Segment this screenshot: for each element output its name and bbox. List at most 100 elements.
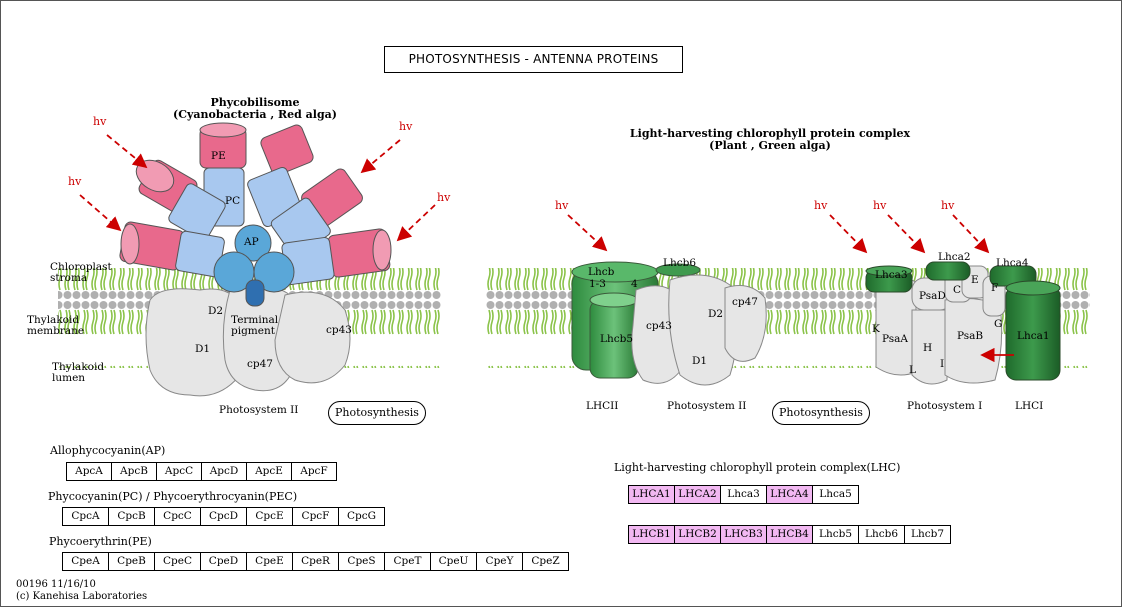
gene-box[interactable]: Lhcb6 bbox=[858, 525, 905, 544]
lhcb-label: Lhcb bbox=[588, 266, 615, 278]
lhca4-label: Lhca4 bbox=[996, 257, 1029, 269]
gene-box[interactable]: ApcC bbox=[156, 462, 202, 481]
gene-box[interactable]: CpcA bbox=[62, 507, 109, 526]
hv-label: hv bbox=[93, 115, 107, 128]
lhci-complex bbox=[865, 261, 1061, 381]
psaa-label: PsaA bbox=[882, 333, 909, 345]
g-label: G bbox=[994, 318, 1003, 330]
gene-box[interactable]: LHCB2 bbox=[674, 525, 721, 544]
pc-label: PC bbox=[225, 195, 241, 207]
hv-label: hv bbox=[873, 199, 887, 212]
lhc-complex-subtitle: (Plant , Green alga) bbox=[709, 139, 831, 152]
gene-box[interactable]: ApcB bbox=[111, 462, 157, 481]
gene-box[interactable]: CpeS bbox=[338, 552, 385, 571]
gene-box[interactable]: LHCB4 bbox=[766, 525, 813, 544]
gene-box[interactable]: Lhca5 bbox=[812, 485, 859, 504]
gene-box[interactable]: CpeZ bbox=[522, 552, 569, 571]
lumen-label: Thylakoid lumen bbox=[52, 362, 104, 384]
pe-group-label: Phycoerythrin(PE) bbox=[49, 535, 152, 548]
left-psii-complex bbox=[145, 285, 351, 397]
gene-box[interactable]: CpeD bbox=[200, 552, 247, 571]
lhc-group-label: Light-harvesting chlorophyll protein com… bbox=[614, 461, 901, 474]
gene-box[interactable]: ApcF bbox=[291, 462, 337, 481]
gene-box[interactable]: CpeA bbox=[62, 552, 109, 571]
phycobilisome-subtitle: (Cyanobacteria , Red alga) bbox=[173, 108, 337, 121]
gene-box[interactable]: CpcB bbox=[108, 507, 155, 526]
photosynthesis-link[interactable]: Photosynthesis bbox=[772, 401, 870, 425]
ap-gene-row: ApcA ApcB ApcC ApcD ApcE ApcF bbox=[66, 462, 337, 481]
gene-box[interactable]: CpeC bbox=[154, 552, 201, 571]
psab-label: PsaB bbox=[957, 330, 984, 342]
photosystem-ii-caption: Photosystem II bbox=[219, 404, 299, 416]
hv-label: hv bbox=[68, 175, 82, 188]
gene-box[interactable]: LHCB1 bbox=[628, 525, 675, 544]
map-title: PHOTOSYNTHESIS - ANTENNA PROTEINS bbox=[384, 46, 683, 73]
pe-gene-row: CpeA CpeB CpeC CpeD CpeE CpeR CpeS CpeT … bbox=[62, 552, 569, 571]
right-d1-label: D1 bbox=[692, 355, 708, 367]
right-psii-complex bbox=[631, 274, 767, 386]
lumen-line2: lumen bbox=[52, 372, 86, 384]
lhca1-label: Lhca1 bbox=[1017, 330, 1050, 342]
gene-box[interactable]: CpeT bbox=[384, 552, 431, 571]
i-label: I bbox=[940, 358, 945, 370]
gene-box[interactable]: CpcD bbox=[200, 507, 247, 526]
hv-arrows bbox=[79, 134, 990, 254]
terminal-pigment-line2: pigment bbox=[231, 325, 275, 337]
gene-box[interactable]: CpcC bbox=[154, 507, 201, 526]
right-cp47-label: cp47 bbox=[732, 296, 758, 308]
gene-box[interactable]: LHCA4 bbox=[766, 485, 813, 504]
stroma-line1: Chloroplast bbox=[50, 261, 112, 273]
gene-box[interactable]: CpeR bbox=[292, 552, 339, 571]
right-cp43-label: cp43 bbox=[646, 320, 672, 332]
d1-label: D1 bbox=[195, 343, 211, 355]
membrane-label: Thylakoid membrane bbox=[27, 315, 84, 337]
hv-label: hv bbox=[437, 191, 451, 204]
gene-box[interactable]: CpcG bbox=[338, 507, 385, 526]
d2-label: D2 bbox=[208, 305, 224, 317]
lhca2-label: Lhca2 bbox=[938, 251, 971, 263]
h-label: H bbox=[923, 342, 933, 354]
membrane-line1: Thylakoid bbox=[27, 314, 80, 326]
right-psii-caption: Photosystem II bbox=[667, 400, 747, 412]
lhcb-4-label: 4 bbox=[631, 278, 638, 290]
gene-box[interactable]: CpeY bbox=[476, 552, 523, 571]
psi-caption: Photosystem I bbox=[907, 400, 983, 412]
lhci-caption: LHCI bbox=[1015, 400, 1044, 412]
lhcb6-label: Lhcb6 bbox=[663, 257, 697, 269]
c-label: C bbox=[953, 284, 962, 296]
gene-box[interactable]: Lhca3 bbox=[720, 485, 767, 504]
gene-box[interactable]: Lhcb5 bbox=[812, 525, 859, 544]
gene-box[interactable]: LHCB3 bbox=[720, 525, 767, 544]
phycobilisome-title: Phycobilisome bbox=[210, 96, 300, 109]
footer-copyright: (c) Kanehisa Laboratories bbox=[16, 591, 148, 602]
phycobilisome-rods bbox=[119, 122, 392, 307]
gene-box[interactable]: ApcE bbox=[246, 462, 292, 481]
hv-label: hv bbox=[941, 199, 955, 212]
gene-box[interactable]: CpeE bbox=[246, 552, 293, 571]
gene-box[interactable]: CpcE bbox=[246, 507, 293, 526]
lhcb-1-3-label: 1-3 bbox=[589, 278, 606, 290]
gene-box[interactable]: ApcD bbox=[201, 462, 247, 481]
stroma-line2: stroma bbox=[50, 272, 88, 284]
gene-box[interactable]: LHCA1 bbox=[628, 485, 675, 504]
pe-label: PE bbox=[211, 150, 226, 162]
ap-group-label: Allophycocyanin(AP) bbox=[50, 444, 166, 457]
gene-box[interactable]: CpcF bbox=[292, 507, 339, 526]
lhcb5-label: Lhcb5 bbox=[600, 333, 634, 345]
cp43-label: cp43 bbox=[326, 324, 352, 336]
photosynthesis-link[interactable]: Photosynthesis bbox=[328, 401, 426, 425]
pc-group-label: Phycocyanin(PC) / Phycoerythrocyanin(PEC… bbox=[48, 490, 298, 503]
hv-label: hv bbox=[555, 199, 569, 212]
gene-box[interactable]: CpeU bbox=[430, 552, 477, 571]
terminal-pigment-line1: Terminal bbox=[231, 314, 279, 326]
gene-box[interactable]: LHCA2 bbox=[674, 485, 721, 504]
gene-box[interactable]: CpeB bbox=[108, 552, 155, 571]
lhcii-caption: LHCII bbox=[586, 400, 619, 412]
gene-box[interactable]: Lhcb7 bbox=[904, 525, 951, 544]
gene-box[interactable]: ApcA bbox=[66, 462, 112, 481]
e-label: E bbox=[971, 274, 979, 286]
hv-label: hv bbox=[814, 199, 828, 212]
